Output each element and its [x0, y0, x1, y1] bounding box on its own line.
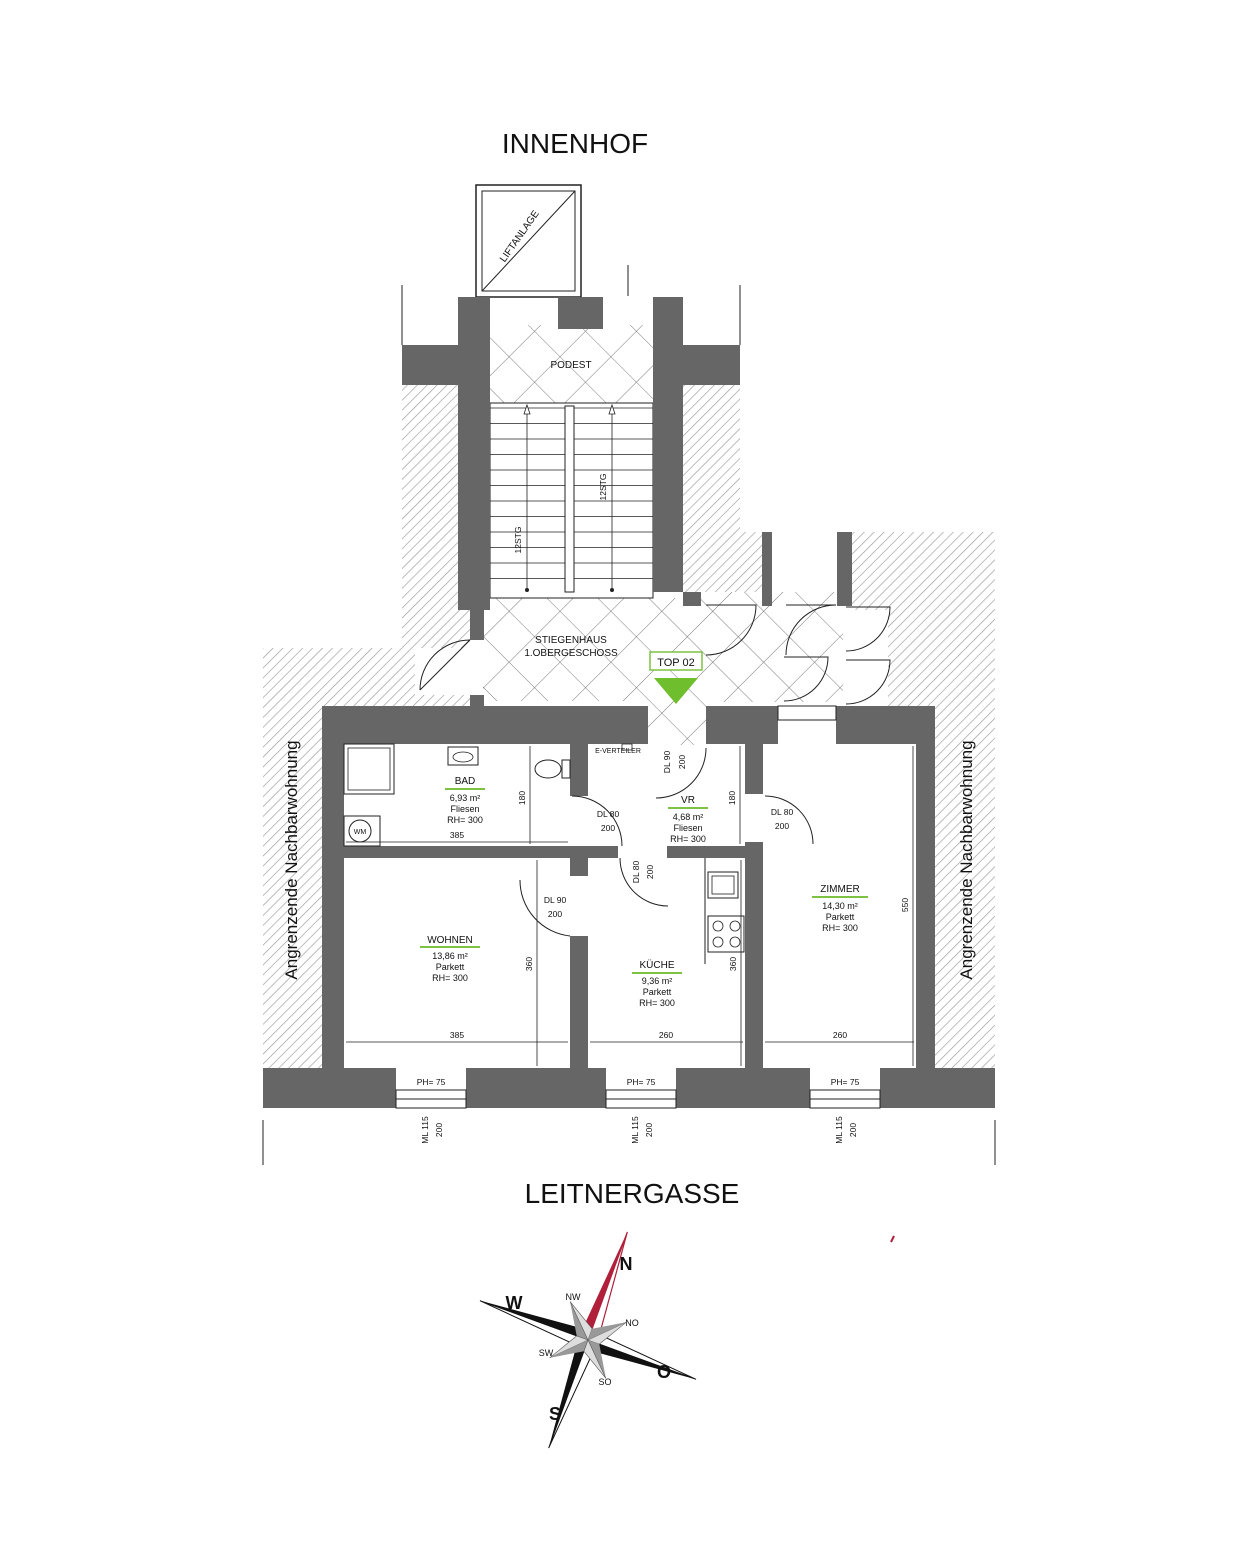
compass	[479, 1231, 697, 1449]
compass-north-needle	[582, 1231, 628, 1340]
landing-label: PODEST	[550, 360, 591, 371]
room-wohnen: WOHNEN 13,86 m² Parkett RH= 300	[420, 935, 480, 983]
kitchen-fixtures	[704, 858, 745, 964]
window-mlh-kueche: 200	[644, 1123, 654, 1137]
room-bad: BAD 6,93 m² Fliesen RH= 300	[445, 776, 485, 825]
window-parapet-zimmer: PH= 75	[831, 1077, 860, 1087]
dim-zimmer-width: 260	[833, 1030, 847, 1040]
room-vr-floor: Fliesen	[673, 823, 702, 833]
dim-zimmer-height: 550	[900, 898, 910, 912]
lift: LIFTANLAGE	[475, 184, 582, 298]
compass-sw: SW	[539, 1348, 554, 1358]
room-zimmer: ZIMMER 14,30 m² Parkett RH= 300	[812, 884, 868, 933]
bathroom-fixtures: WM	[343, 743, 571, 847]
compass-nw: NW	[566, 1292, 581, 1302]
neighbor-label-right: Angrenzende Nachbarwohnung	[957, 740, 976, 979]
door-kueche-height: 200	[645, 865, 655, 879]
neighbor-label-left: Angrenzende Nachbarwohnung	[282, 740, 301, 979]
steps-label-left: 12STG	[513, 527, 523, 554]
room-bad-floor: Fliesen	[450, 804, 479, 814]
room-vr: VR 4,68 m² Fliesen RH= 300	[668, 795, 708, 844]
neighbor-area-left: Angrenzende Nachbarwohnung	[263, 385, 470, 1068]
compass-w: W	[506, 1293, 523, 1313]
room-kueche-name: KÜCHE	[639, 959, 674, 971]
door-bad-height: 200	[601, 823, 615, 833]
door-wohnen-width: DL 90	[544, 895, 567, 905]
room-wohnen-height: RH= 300	[432, 973, 468, 983]
dim-kueche-height: 360	[728, 957, 738, 971]
dim-vr-height: 180	[727, 791, 737, 805]
room-kueche-height: RH= 300	[639, 998, 675, 1008]
stairs: 12STG 12STG	[489, 402, 654, 599]
room-kueche-area: 9,36 m²	[642, 976, 673, 986]
steps-label-right: 12STG	[598, 474, 608, 501]
window-parapet-wohnen: PH= 75	[417, 1077, 446, 1087]
unit-marker: TOP 02	[649, 651, 703, 704]
window-mlh-wohnen: 200	[434, 1123, 444, 1137]
room-wohnen-name: WOHNEN	[427, 935, 473, 946]
door-bad-width: DL 80	[597, 809, 620, 819]
room-bad-area: 6,93 m²	[450, 793, 481, 803]
room-vr-height: RH= 300	[670, 834, 706, 844]
room-zimmer-area: 14,30 m²	[822, 901, 858, 911]
courtyard-label: INNENHOF	[502, 128, 648, 159]
neighbor-area-right: Angrenzende Nachbarwohnung	[683, 385, 995, 1068]
washing-machine-label: WM	[354, 829, 367, 836]
corridor-floor	[683, 592, 843, 702]
room-wohnen-area: 13,86 m²	[432, 951, 468, 961]
door-wohnen-height: 200	[548, 909, 562, 919]
room-bad-height: RH= 300	[447, 815, 483, 825]
stairwell-floor	[483, 598, 683, 701]
windows: PH= 75 PH= 75 PH= 75 ML 115 200 ML 115 2…	[395, 1077, 881, 1144]
dim-bad-height: 180	[517, 791, 527, 805]
room-kueche-floor: Parkett	[643, 987, 672, 997]
room-vr-name: VR	[681, 795, 695, 806]
window-ml-wohnen: ML 115	[420, 1116, 430, 1144]
entry-arrow	[654, 678, 698, 704]
door-kueche-width: DL 80	[631, 861, 641, 884]
unit-label: TOP 02	[657, 657, 695, 669]
stairwell-label: STIEGENHAUS	[535, 635, 607, 646]
dim-wohnen-height: 360	[524, 957, 534, 971]
dim-bad-width: 385	[450, 830, 464, 840]
compass-so: SO	[598, 1377, 611, 1387]
window-ml-kueche: ML 115	[630, 1116, 640, 1144]
compass-n: N	[620, 1254, 633, 1274]
dim-wohnen-width: 385	[450, 1030, 464, 1040]
stairwell-floor-label: 1.OBERGESCHOSS	[524, 648, 618, 659]
door-zimmer-height: 200	[775, 821, 789, 831]
walls	[263, 297, 995, 1108]
room-kueche: KÜCHE 9,36 m² Parkett RH= 300	[632, 959, 682, 1008]
e-distributor-label: E-VERTEILER	[595, 748, 641, 755]
door-entry-height: 200	[677, 755, 687, 769]
room-bad-name: BAD	[455, 776, 476, 787]
street-label: LEITNERGASSE	[525, 1178, 740, 1209]
doors	[419, 604, 891, 937]
dim-kueche-width: 260	[659, 1030, 673, 1040]
window-mlh-zimmer: 200	[848, 1123, 858, 1137]
room-zimmer-name: ZIMMER	[820, 884, 859, 895]
window-ml-zimmer: ML 115	[834, 1116, 844, 1144]
door-entry-width: DL 90	[662, 751, 672, 774]
door-zimmer-width: DL 80	[771, 807, 794, 817]
compass-no: NO	[625, 1318, 639, 1328]
window-parapet-kueche: PH= 75	[627, 1077, 656, 1087]
dimension-lines	[346, 746, 914, 1066]
compass-s: S	[549, 1404, 561, 1424]
room-zimmer-floor: Parkett	[826, 912, 855, 922]
room-vr-area: 4,68 m²	[673, 812, 704, 822]
landing-floor	[490, 325, 653, 403]
room-zimmer-height: RH= 300	[822, 923, 858, 933]
entry-floor	[648, 700, 706, 745]
room-wohnen-floor: Parkett	[436, 962, 465, 972]
compass-o: O	[657, 1362, 671, 1382]
